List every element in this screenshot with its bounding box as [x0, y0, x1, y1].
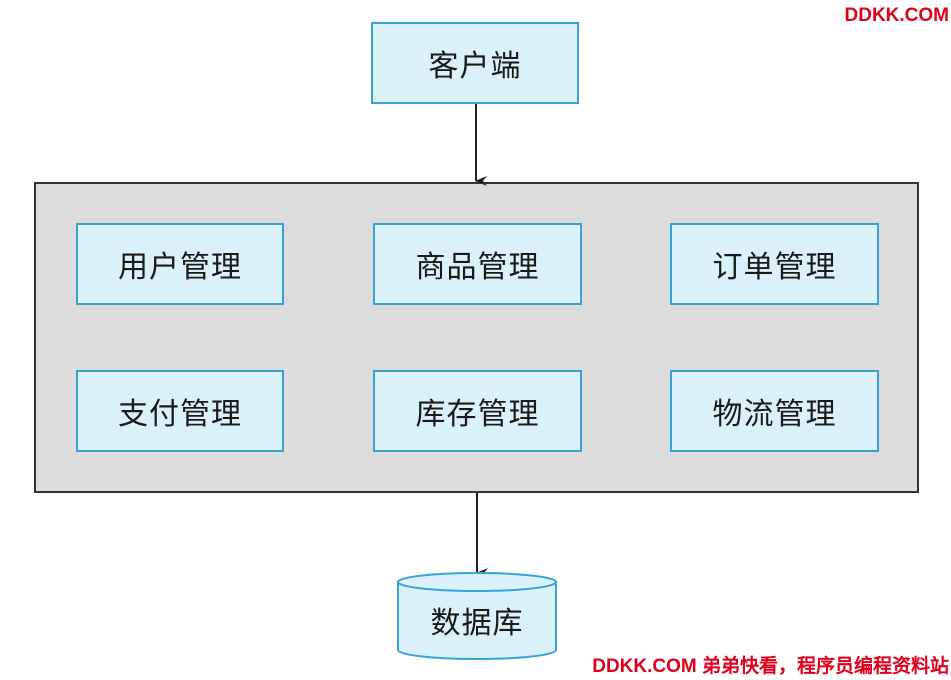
module-user-management: 用户管理	[76, 223, 284, 305]
client-node: 客户端	[371, 22, 579, 104]
module-label: 订单管理	[712, 250, 837, 285]
module-product-management: 商品管理	[373, 223, 582, 305]
watermark-bottom: DDKK.COM 弟弟快看，程序员编程资料站	[592, 656, 949, 677]
module-label: 物流管理	[712, 397, 837, 432]
database-label: 数据库	[430, 606, 524, 641]
module-label: 库存管理	[415, 397, 540, 432]
module-order-management: 订单管理	[670, 223, 879, 305]
module-inventory-management: 库存管理	[373, 370, 582, 452]
module-label: 支付管理	[118, 397, 242, 432]
module-logistics-management: 物流管理	[670, 370, 879, 452]
module-label: 用户管理	[118, 250, 242, 285]
watermark-top: DDKK.COM	[844, 5, 950, 26]
module-payment-management: 支付管理	[76, 370, 284, 452]
client-label: 客户端	[428, 49, 522, 84]
database-cylinder-icon	[397, 572, 557, 660]
module-label: 商品管理	[415, 250, 540, 285]
